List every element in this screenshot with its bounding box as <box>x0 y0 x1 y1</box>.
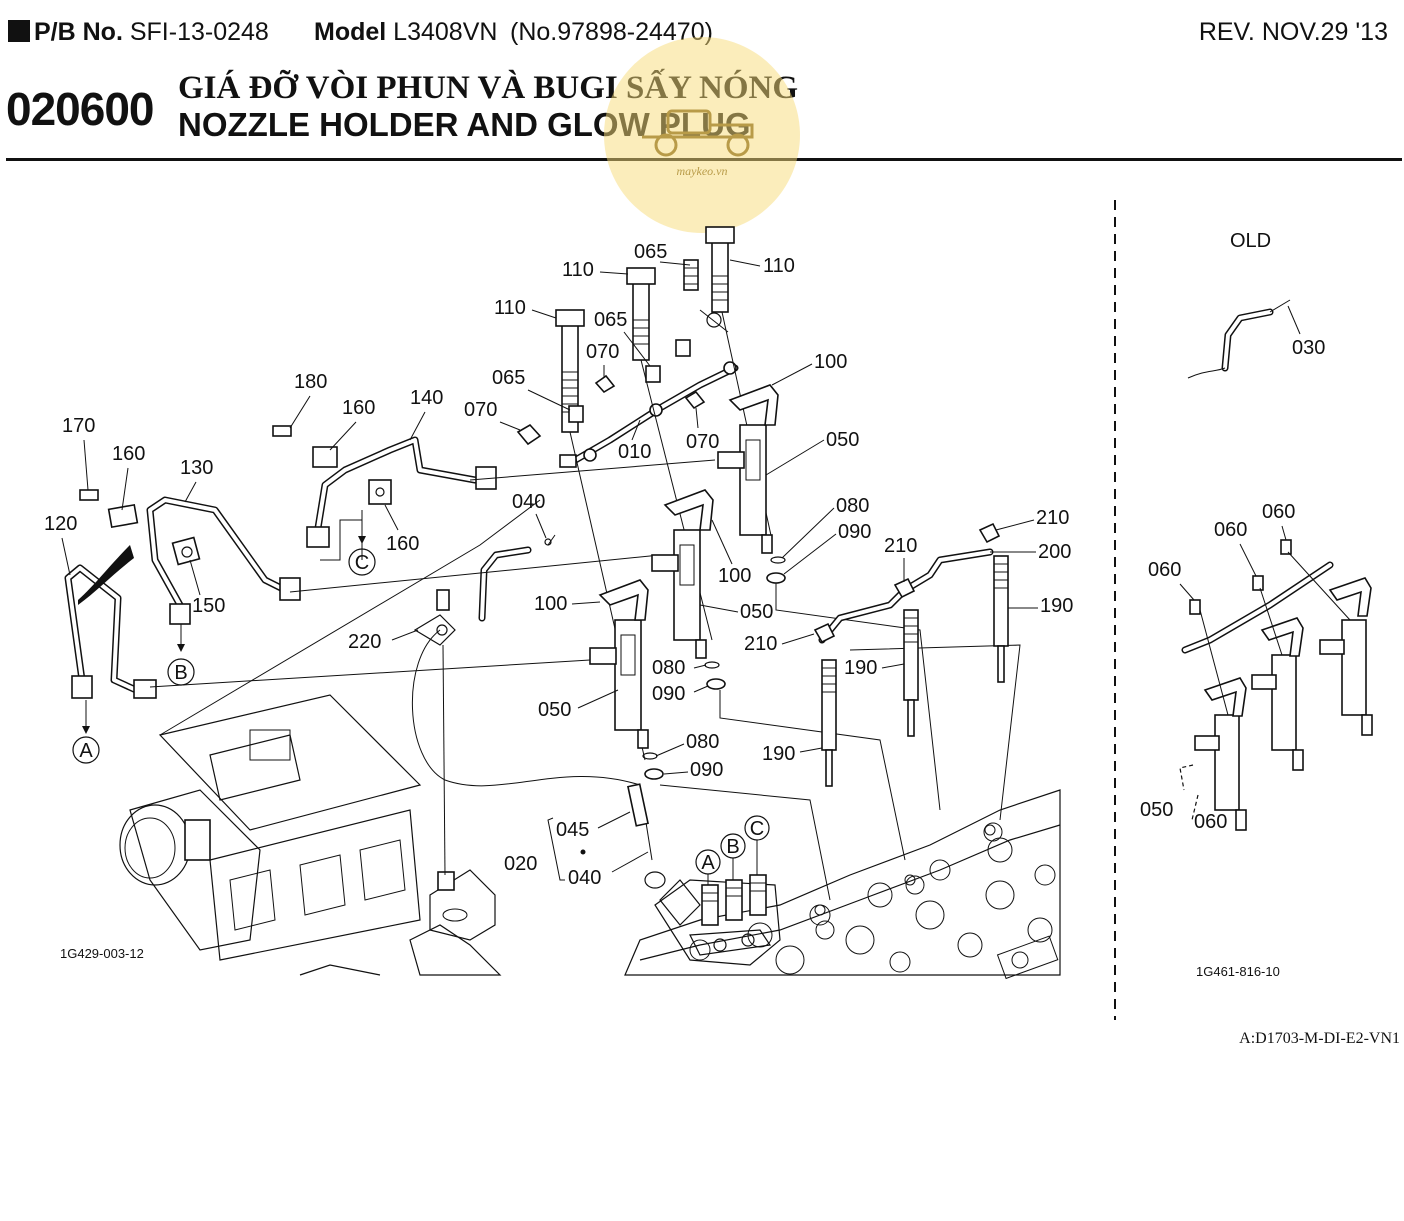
label-080-a: 080 <box>836 495 869 517</box>
label-070-a: 070 <box>586 341 619 363</box>
label-040-a: 040 <box>512 491 545 513</box>
injection-pump <box>644 871 781 966</box>
label-040-b: 040 <box>568 867 601 889</box>
label-060-c: 060 <box>1148 559 1181 581</box>
eye-bolts <box>516 259 729 546</box>
label-110-c: 110 <box>763 255 795 277</box>
return-hose <box>412 546 653 876</box>
ref-a-pump: A <box>695 849 721 885</box>
bracket-020 <box>547 817 565 881</box>
ref-c-left: C <box>348 510 376 576</box>
label-030: 030 <box>1292 337 1325 359</box>
revision-date: REV. NOV.29 '13 <box>1198 18 1388 46</box>
label-010: 010 <box>618 441 651 463</box>
leak-off-pipe <box>559 361 739 468</box>
tractor-icon <box>642 109 754 157</box>
svg-text:B: B <box>726 836 739 858</box>
label-190-a: 190 <box>1040 595 1073 617</box>
reference-markers: A B C A B C <box>72 510 770 885</box>
label-100-a: 100 <box>814 351 847 373</box>
figure-number-main: 1G429-003-12 <box>60 946 144 961</box>
label-190-b: 190 <box>844 657 877 679</box>
label-150: 150 <box>192 595 225 617</box>
watermark-logo: maykeo.vn <box>604 37 800 233</box>
glow-plugs <box>821 555 1009 787</box>
label-old: OLD <box>1230 230 1271 252</box>
ref-b-left: B <box>167 624 195 686</box>
label-170: 170 <box>62 415 95 437</box>
label-090-a: 090 <box>838 521 871 543</box>
label-050-a: 050 <box>826 429 859 451</box>
svg-text:A: A <box>79 740 93 762</box>
model: Model L3408VN <box>314 18 498 46</box>
label-060-d: 060 <box>1194 811 1227 833</box>
nozzle-holders <box>589 384 786 780</box>
label-090-c: 090 <box>690 759 723 781</box>
label-050-b: 050 <box>740 601 773 623</box>
label-210-c: 210 <box>744 633 777 655</box>
label-065-a: 065 <box>634 241 667 263</box>
label-190-c: 190 <box>762 743 795 765</box>
black-square-icon <box>8 20 30 42</box>
watermark-text: maykeo.vn <box>676 164 728 178</box>
label-140: 140 <box>410 387 443 409</box>
pipe-clamps <box>79 425 392 566</box>
label-080-b: 080 <box>652 657 685 679</box>
label-090-b: 090 <box>652 683 685 705</box>
pb-number: P/B No. SFI-13-0248 <box>8 18 269 47</box>
label-210-b: 210 <box>884 535 917 557</box>
label-130: 130 <box>180 457 213 479</box>
injection-pipes <box>64 436 497 699</box>
ref-a-bottom-left: A <box>72 700 100 764</box>
label-110-b: 110 <box>562 259 594 281</box>
svg-text:C: C <box>750 818 764 840</box>
label-050-c: 050 <box>538 699 571 721</box>
label-050-old: 050 <box>1140 799 1173 821</box>
exploded-parts-diagram: A B C A B C 170 <box>44 200 1400 1047</box>
svg-text:C: C <box>355 552 369 574</box>
label-110-a: 110 <box>494 297 526 319</box>
section-code: 020600 <box>6 83 154 135</box>
label-080-c: 080 <box>686 731 719 753</box>
old-nozzle-assembly <box>1179 539 1373 831</box>
label-100-b: 100 <box>718 565 751 587</box>
label-065-b: 065 <box>594 309 627 331</box>
fuel-filter <box>409 869 502 976</box>
label-020: 020 <box>504 853 537 875</box>
label-045: 045 <box>556 819 589 841</box>
ref-c-pump: C <box>744 815 770 875</box>
figure-number-old: 1G461-816-10 <box>1196 964 1280 979</box>
glow-plug-lead <box>813 522 1001 644</box>
cylinder-head <box>624 789 1061 980</box>
ref-b-pump: B <box>720 833 746 880</box>
svg-text:A: A <box>701 852 715 874</box>
label-210-a: 210 <box>1036 507 1069 529</box>
manifold <box>119 694 422 976</box>
label-160-b: 160 <box>342 397 375 419</box>
label-200: 200 <box>1038 541 1071 563</box>
label-065-c: 065 <box>492 367 525 389</box>
label-060-a: 060 <box>1262 501 1295 523</box>
label-160-a: 160 <box>112 443 145 465</box>
label-180: 180 <box>294 371 327 393</box>
label-060-b: 060 <box>1214 519 1247 541</box>
label-100-c: 100 <box>534 593 567 615</box>
label-070-c: 070 <box>686 431 719 453</box>
label-220: 220 <box>348 631 381 653</box>
label-160-c: 160 <box>386 533 419 555</box>
svg-text:B: B <box>174 662 187 684</box>
old-return-hose <box>1187 299 1291 379</box>
label-070-b: 070 <box>464 399 497 421</box>
nozzle-bolts <box>555 226 735 433</box>
bullet-dot <box>580 849 586 855</box>
part-labels: 170 160 130 120 150 180 160 140 160 220 … <box>44 230 1325 889</box>
label-120: 120 <box>44 513 77 535</box>
document-code: A:D1703-M-DI-E2-VN1 <box>1239 1030 1400 1047</box>
